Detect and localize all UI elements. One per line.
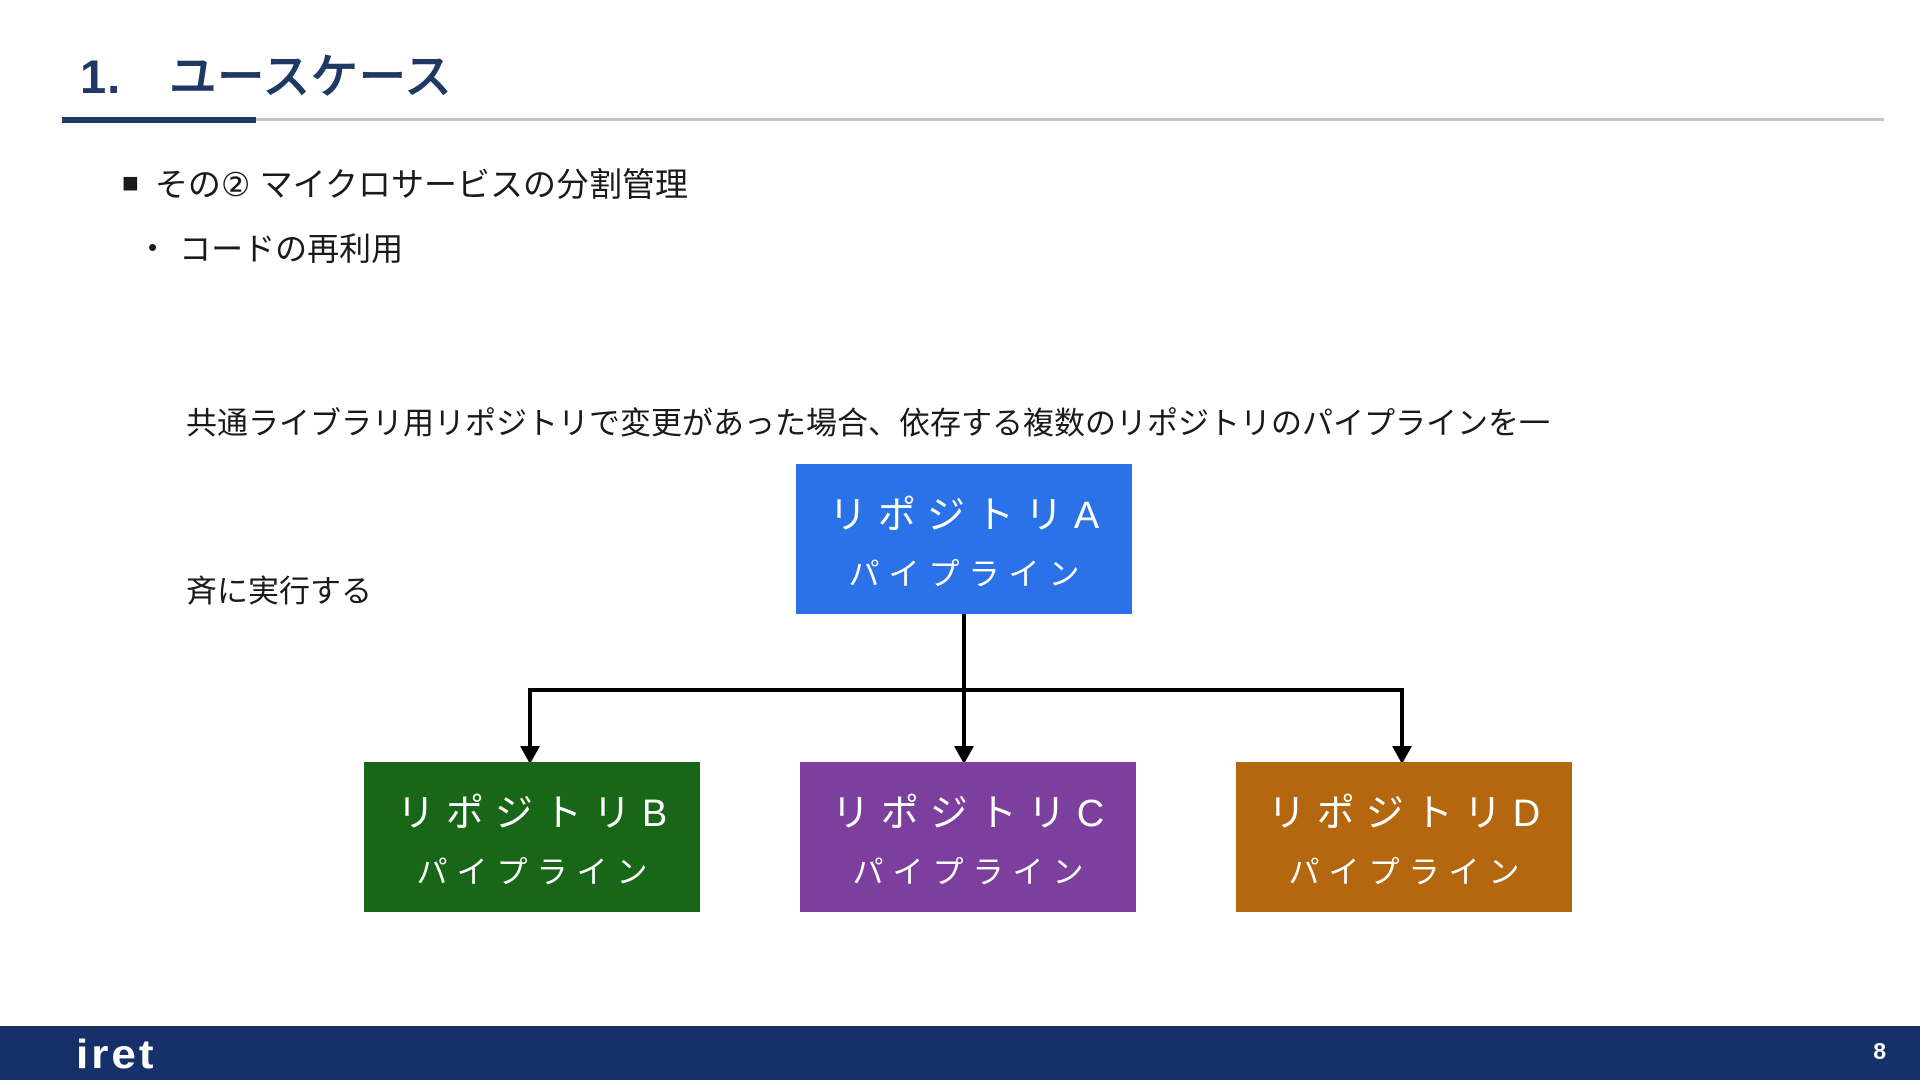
node-title: リポジトリB [396,793,679,835]
title-rule-gray [62,118,1884,121]
node-subtitle: パイプライン [416,855,657,890]
body-line: 共通ライブラリ用リポジトリで変更があった場合、依存する複数のリポジトリのパイプラ… [186,406,1550,441]
title-rule-accent [62,117,256,123]
page-number: 8 [1873,1038,1886,1064]
node-subtitle: パイプライン [852,855,1093,890]
footer-bar [0,1026,1920,1080]
body-line: 斉に実行する [186,574,372,609]
iret-logo: iret [76,1032,157,1078]
node-subtitle: パイプライン [1288,855,1529,890]
dot-bullet-icon: • [148,231,158,262]
diagram-node-repository-d: リポジトリD パイプライン [1236,762,1572,912]
body-paragraph: 共通ライブラリ用リポジトリで変更があった場合、依存する複数のリポジトリのパイプラ… [186,284,1550,732]
square-bullet-icon: ■ [122,166,139,198]
section-heading-text: その② マイクロサービスの分割管理 [154,166,689,203]
node-subtitle: パイプライン [848,557,1089,592]
section-heading: ■ その② マイクロサービスの分割管理 [122,158,688,206]
diagram-node-repository-a: リポジトリA パイプライン [796,464,1132,614]
node-title: リポジトリC [831,793,1116,835]
diagram-node-repository-c: リポジトリC パイプライン [800,762,1136,912]
diagram-node-repository-b: リポジトリB パイプライン [364,762,700,912]
node-title: リポジトリA [828,495,1111,537]
bullet-item: • コードの再利用 [148,224,403,270]
node-title: リポジトリD [1267,793,1552,835]
bullet-item-text: コードの再利用 [179,231,404,267]
slide-title: 1. ユースケース [80,50,453,103]
